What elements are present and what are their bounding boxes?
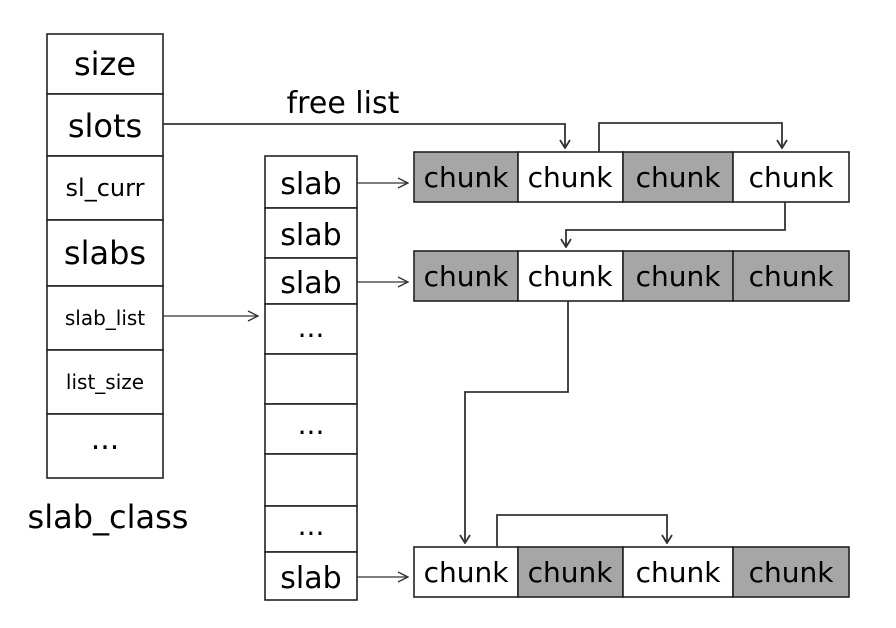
row-2-chunk-1-label: chunk (424, 260, 510, 293)
field-size-box (46, 33, 164, 95)
row-3-chunk-2-label: chunk (528, 556, 614, 589)
slab-cell-6 (264, 403, 358, 455)
slab-cell-5 (264, 353, 358, 405)
field-sl-curr-label: sl_curr (66, 174, 145, 202)
row-3-chunk-2 (517, 546, 624, 598)
row-3-chunk-1-label: chunk (424, 556, 510, 589)
slab-class-title: slab_class (28, 498, 189, 536)
slab-cell-2-label: slab (280, 218, 341, 253)
field-list-size-box (46, 349, 164, 415)
row-2-chunk-1 (413, 250, 519, 302)
slab-cell-1 (264, 155, 358, 209)
slab-cell-2 (264, 207, 358, 259)
slab-cell-6-label: ... (298, 408, 325, 441)
row-1-chunk-4 (732, 151, 850, 203)
field-list-size-label: list_size (66, 370, 144, 394)
slab-cell-9 (264, 551, 358, 601)
row-2-chunk-3-label: chunk (636, 260, 722, 293)
slab-cell-9-label: slab (280, 561, 341, 596)
field-ellipsis-box (46, 413, 164, 479)
row-3-chunk-4-label: chunk (749, 556, 835, 589)
free-link-row3-c1-to-c3 (496, 514, 667, 547)
free-list-label: free list (287, 86, 400, 121)
row-1-chunk-2-label: chunk (528, 161, 614, 194)
row-3-chunk-3 (622, 546, 734, 598)
chunk-row-2: chunk chunk chunk chunk (413, 250, 850, 302)
row-2-chunk-3 (622, 250, 734, 302)
slab-cell-1-label: slab (280, 167, 341, 202)
chunk-row-1: chunk chunk chunk chunk (413, 151, 850, 203)
field-slots-label: slots (68, 107, 142, 145)
free-link-row1-c4-to-row2-c2 (566, 202, 786, 247)
slab-cell-7 (264, 453, 358, 507)
free-link-row2-c2-to-row3-c1 (465, 301, 569, 543)
row-2-chunk-2-label: chunk (528, 260, 614, 293)
row-2-chunk-4-label: chunk (749, 260, 835, 293)
field-slab-list-label: slab_list (65, 306, 145, 330)
field-ellipsis-label: ... (91, 422, 120, 457)
row-1-chunk-4-label: chunk (749, 161, 835, 194)
slab-cell-4 (264, 303, 358, 355)
field-sl-curr-box (46, 155, 164, 221)
row-1-chunk-1-label: chunk (424, 161, 510, 194)
field-size-label: size (74, 45, 136, 83)
field-slabs-label: slabs (64, 234, 146, 272)
row-1-chunk-3-label: chunk (636, 161, 722, 194)
slab-cell-3 (264, 257, 358, 305)
chunk-row-3: chunk chunk chunk chunk (413, 546, 850, 598)
row-3-chunk-3-label: chunk (636, 556, 722, 589)
free-link-row1-c2-to-c4 (598, 122, 782, 152)
field-slabs-box (46, 219, 164, 287)
slab-cell-8-label: ... (298, 509, 325, 542)
slab-class-struct: size slots sl_curr slabs slab_list list_… (28, 33, 189, 536)
slab-cell-8 (264, 505, 358, 553)
slab-list-column: slab slab slab ... ... ... slab (264, 155, 358, 601)
row-3-chunk-4 (732, 546, 850, 598)
slab-cell-3-label: slab (280, 266, 341, 301)
slab-cell-4-label: ... (298, 311, 325, 344)
row-2-chunk-4 (732, 250, 850, 302)
field-slots-box (46, 93, 164, 157)
free-list-arrow (163, 123, 565, 148)
row-2-chunk-2 (517, 250, 624, 302)
